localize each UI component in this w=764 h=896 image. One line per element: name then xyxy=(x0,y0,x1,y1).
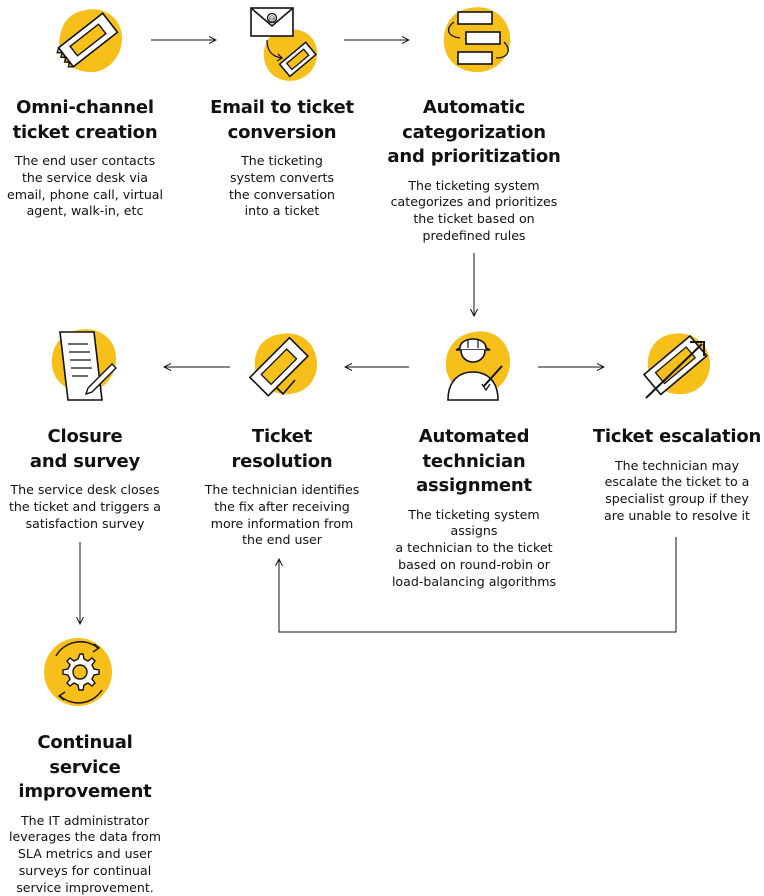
step-description: The technician identifies the fix after … xyxy=(197,482,367,549)
step-email-to-ticket: Email to ticket conversion The ticketing… xyxy=(197,96,367,220)
technician-icon xyxy=(430,322,520,412)
gear-icon xyxy=(38,626,128,716)
resolution-icon xyxy=(237,322,327,412)
step-description: The ticketing system converts the conver… xyxy=(197,153,367,220)
svg-text:@: @ xyxy=(269,15,276,23)
step-description: The ticketing system assigns a technicia… xyxy=(384,507,564,591)
step-categorization: Automatic categorization and prioritizat… xyxy=(384,96,564,245)
step-omni-channel: Omni-channel ticket creation The end use… xyxy=(0,96,170,220)
step-title: Ticket resolution xyxy=(197,425,367,474)
step-technician-assignment: Automated technician assignment The tick… xyxy=(384,425,564,590)
step-title: Continual service improvement xyxy=(0,731,170,805)
step-description: The end user contacts the service desk v… xyxy=(0,153,170,220)
step-description: The IT administrator leverages the data … xyxy=(0,813,170,896)
step-title: Automatic categorization and prioritizat… xyxy=(384,96,564,170)
step-ticket-resolution: Ticket resolution The technician identif… xyxy=(197,425,367,549)
step-title: Ticket escalation xyxy=(590,425,764,450)
step-title: Omni-channel ticket creation xyxy=(0,96,170,145)
ticket-icon xyxy=(38,0,128,90)
step-title: Closure and survey xyxy=(0,425,170,474)
step-title: Automated technician assignment xyxy=(384,425,564,499)
escalation-icon xyxy=(632,322,722,412)
step-closure-survey: Closure and survey The service desk clos… xyxy=(0,425,170,532)
email-to-ticket-icon: @ xyxy=(237,0,327,90)
step-description: The ticketing system categorizes and pri… xyxy=(384,178,564,245)
step-title: Email to ticket conversion xyxy=(197,96,367,145)
categorization-icon xyxy=(430,0,520,90)
survey-icon xyxy=(38,322,128,412)
step-description: The technician may escalate the ticket t… xyxy=(590,458,764,525)
step-description: The service desk closes the ticket and t… xyxy=(0,482,170,532)
step-continual-improvement: Continual service improvement The IT adm… xyxy=(0,731,170,896)
step-ticket-escalation: Ticket escalation The technician may esc… xyxy=(590,425,764,525)
